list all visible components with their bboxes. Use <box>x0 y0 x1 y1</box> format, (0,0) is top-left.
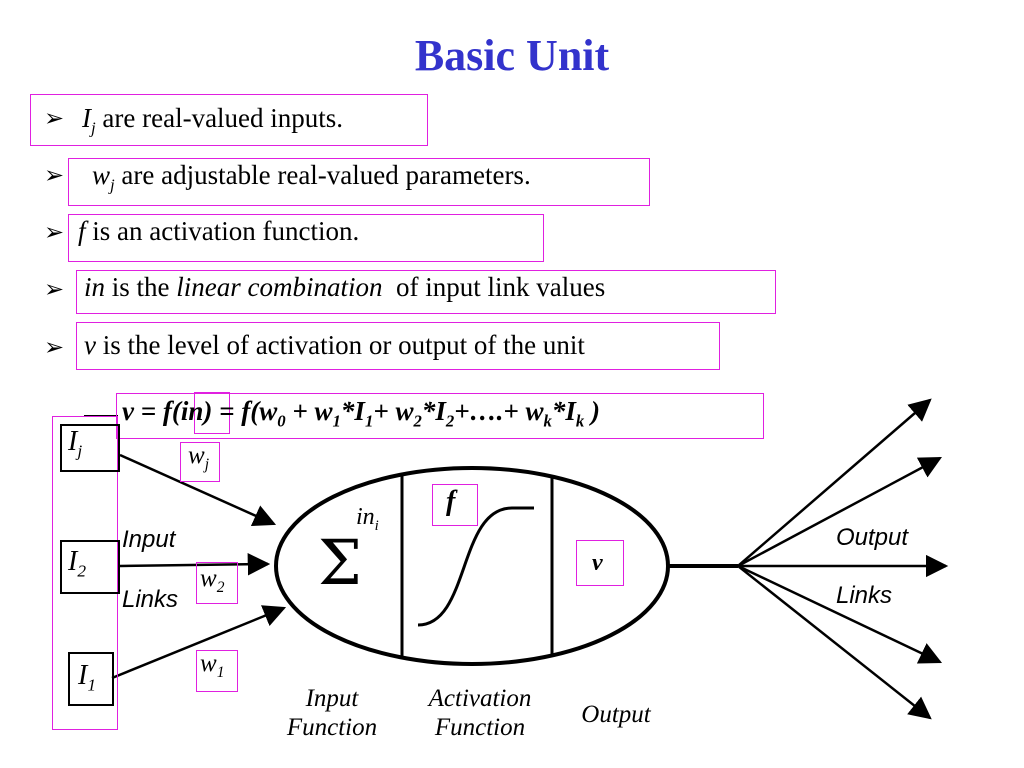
weight-label-j: wj <box>188 442 209 473</box>
input-node-2 <box>60 540 120 594</box>
input-node-j <box>60 424 120 472</box>
bullet-marker-icon: ➢ <box>44 104 65 132</box>
bullet-inputs: Ij are real-valued inputs. <box>82 103 344 138</box>
highlight-box <box>180 442 220 482</box>
weight-label-2: w2 <box>200 565 225 596</box>
bullet-weights: wj are adjustable real-valued parameters… <box>92 160 531 195</box>
in-i-label: ini <box>356 504 379 534</box>
highlight-box <box>576 540 624 586</box>
input-node-1 <box>68 652 114 706</box>
highlight-box <box>194 392 230 434</box>
highlight-box <box>30 94 428 146</box>
input-label-j: Ij <box>68 426 83 461</box>
activation-equation: v = f(in) = f(w0 + w1*I1+ w2*I2+….+ wk*I… <box>122 396 601 431</box>
output-link-arrow <box>737 398 932 567</box>
caption-input-function: Input Function <box>286 685 378 741</box>
caption-output: Output <box>581 701 651 728</box>
output-links-label: Output <box>836 524 909 551</box>
output-link-arrow <box>737 456 942 568</box>
output-link-arrow <box>737 564 943 664</box>
bullet-linear-combination: in is the linear combination of input li… <box>84 272 606 302</box>
bullet-marker-icon: ➢ <box>44 275 65 303</box>
input-label-1: I1 <box>78 660 97 695</box>
bullet-marker-icon: ➢ <box>44 218 65 246</box>
highlight-box <box>76 270 776 314</box>
input-links-label: Input <box>122 526 176 553</box>
input-label-2: I2 <box>68 546 87 581</box>
output-links-label: Links <box>836 582 893 609</box>
bullet-activation: f is an activation function. <box>78 216 360 246</box>
input-link-arrow-2 <box>119 553 271 576</box>
sigmoid-curve <box>417 506 534 627</box>
highlight-box <box>432 484 478 526</box>
highlight-box <box>68 214 544 262</box>
highlight-box <box>76 322 720 370</box>
bullet-output-level: v is the level of activation or output o… <box>84 330 585 360</box>
highlight-box <box>196 650 238 692</box>
output-link-arrow <box>737 565 932 720</box>
input-links-label: Links <box>122 586 179 613</box>
weight-label-1: w1 <box>200 650 225 681</box>
input-link-arrow-j <box>119 453 277 526</box>
v-label: v <box>592 550 603 576</box>
bullet-marker-icon: ➢ <box>44 161 65 189</box>
caption-activation-function: Activation Function <box>428 685 532 741</box>
highlight-box <box>196 562 238 604</box>
highlight-box <box>68 158 650 206</box>
input-link-arrow-1 <box>111 605 287 680</box>
input-column-box <box>52 416 118 730</box>
sigma-symbol: Σ <box>318 526 362 599</box>
f-label: f <box>446 486 456 517</box>
page-title: Basic Unit <box>414 31 610 80</box>
bullet-marker-icon: ➢ <box>44 333 65 361</box>
